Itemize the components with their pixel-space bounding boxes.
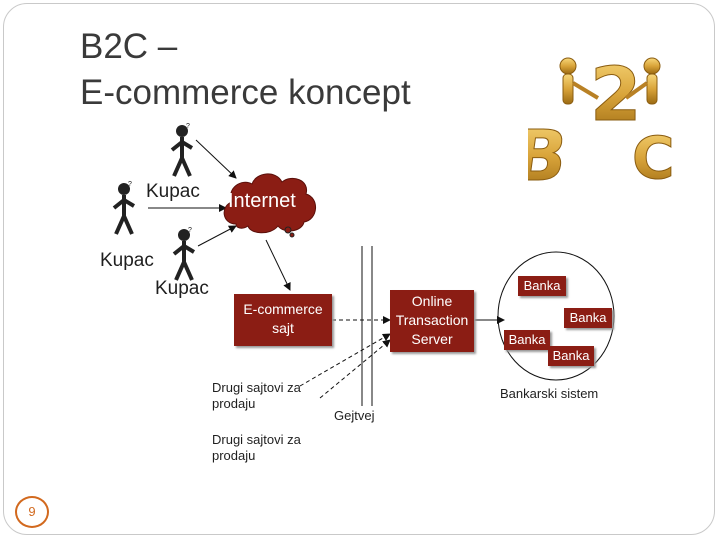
bank-system-label: Bankarski sistem <box>500 386 599 401</box>
customer-label: Kupac <box>155 278 209 299</box>
svg-text:?: ? <box>188 227 192 234</box>
customer-figure-icon: ? <box>112 181 136 235</box>
title-line-2: E-commerce koncept <box>80 73 411 112</box>
customer-label: Kupac <box>146 181 200 202</box>
other-sites-label: Drugi sajtovi za prodaju <box>212 432 301 463</box>
internet-cloud-icon <box>223 173 316 238</box>
slide-frame <box>3 3 715 535</box>
ots-label-line3: Server <box>411 331 453 347</box>
customer-figure-icon: ? <box>172 227 196 281</box>
bank-box: Banka <box>504 330 550 350</box>
bank-box: Banka <box>548 346 594 366</box>
svg-text:?: ? <box>186 123 190 130</box>
bank-box: Banka <box>518 276 566 296</box>
ots-label-line1: Online <box>411 293 453 309</box>
title-line-1: B2C – <box>80 27 178 66</box>
svg-text:C: C <box>632 124 675 184</box>
customer-figure-icon: ? <box>170 123 194 177</box>
slide-title: B2C – E-commerce koncept <box>80 24 411 116</box>
gateway-label: Gejtvej <box>334 408 375 423</box>
other-sites-label: Drugi sajtovi za prodaju <box>212 380 301 411</box>
ecommerce-label-line1: E-commerce <box>243 301 323 317</box>
b2c-logo-image: 2 B C <box>528 52 675 185</box>
svg-text:?: ? <box>128 181 132 188</box>
customer-label: Kupac <box>100 250 154 271</box>
ots-label-line2: Transaction <box>395 312 469 328</box>
page-number: 9 <box>15 496 49 528</box>
online-transaction-server-box: Online Transaction Server <box>390 290 474 352</box>
ecommerce-label-line2: sajt <box>272 320 294 336</box>
internet-label: Internet <box>228 190 296 212</box>
bank-box: Banka <box>564 308 612 328</box>
ecommerce-site-box: E-commerce sajt <box>234 294 332 346</box>
